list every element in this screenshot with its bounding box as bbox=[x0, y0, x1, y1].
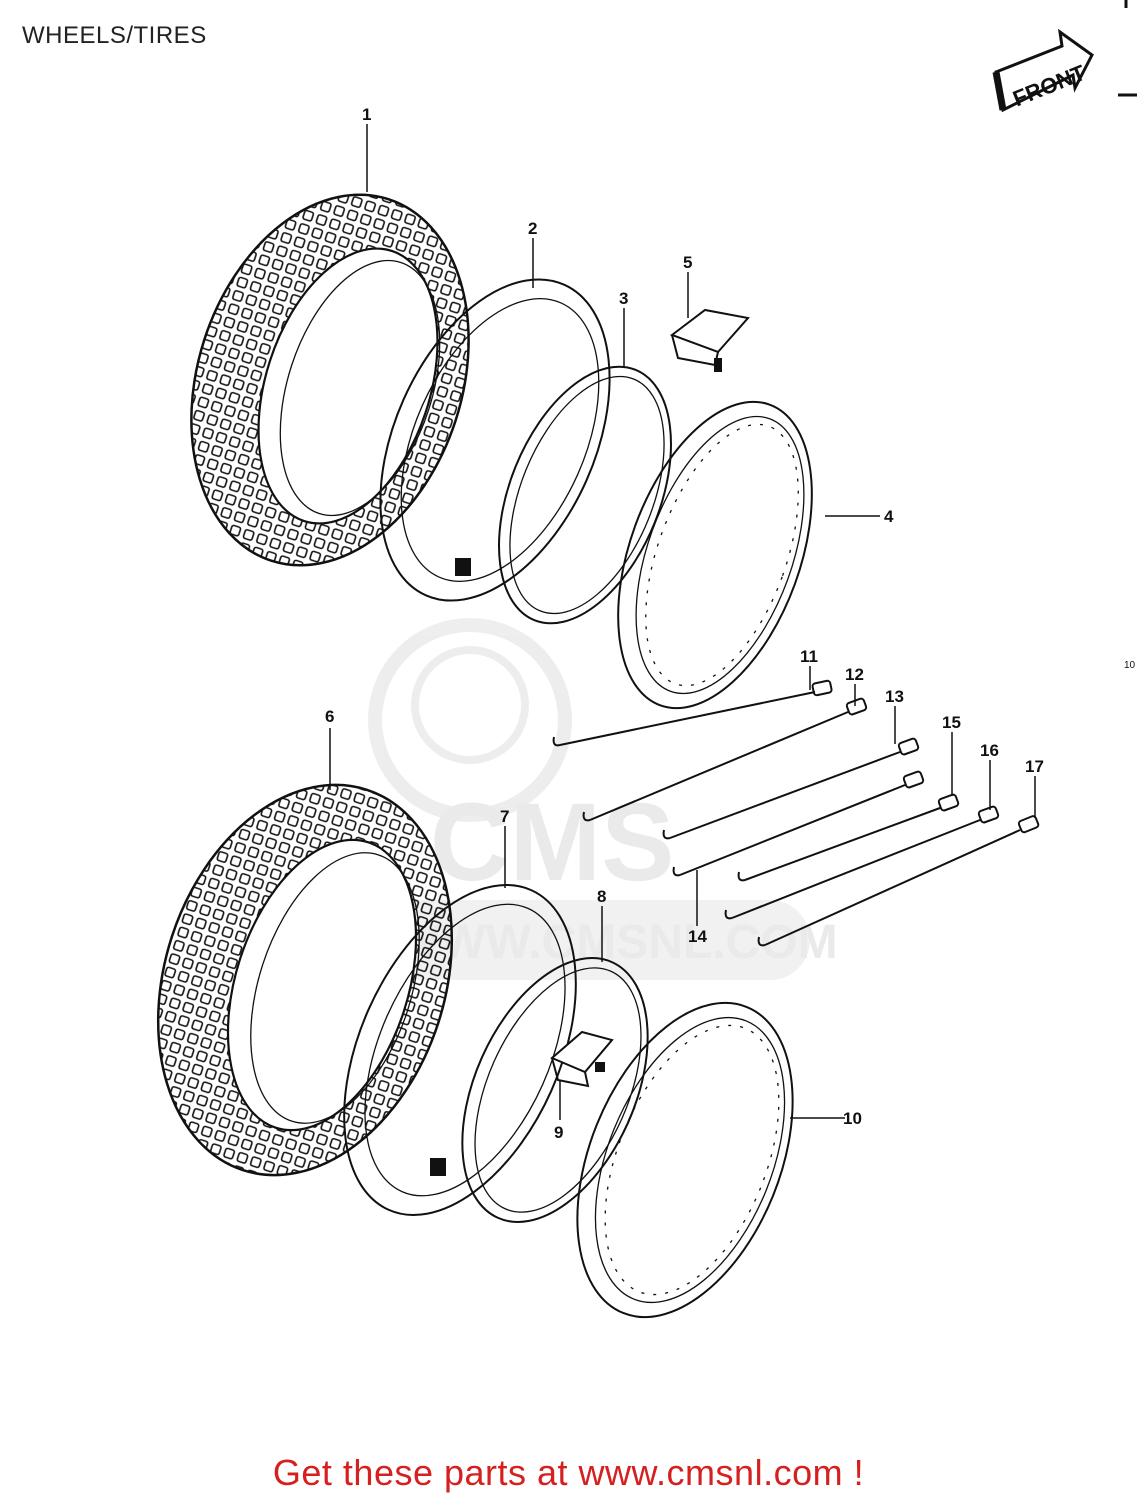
callout-4: 4 bbox=[884, 507, 894, 526]
callout-13: 13 bbox=[885, 687, 904, 706]
footer-link[interactable]: Get these parts at www.cmsnl.com ! bbox=[272, 1452, 865, 1493]
callout-1: 1 bbox=[362, 105, 371, 124]
callouts: 1 2 3 4 5 6 7 8 9 10 11 12 13 14 15 16 1… bbox=[325, 105, 1044, 1142]
rear-rim bbox=[576, 1001, 794, 1319]
callout-2: 2 bbox=[528, 219, 537, 238]
rear-rim-band bbox=[461, 957, 649, 1223]
spoke bbox=[737, 793, 960, 882]
callout-7: 7 bbox=[500, 807, 509, 826]
callout-11: 11 bbox=[800, 647, 818, 666]
front-rim bbox=[617, 400, 813, 710]
callout-17: 17 bbox=[1025, 757, 1044, 776]
watermark-url: WWW.CMSNL.COM bbox=[395, 916, 838, 969]
callout-14: 14 bbox=[688, 927, 707, 946]
spoke bbox=[552, 679, 833, 747]
front-tire bbox=[190, 193, 470, 567]
rear-tire bbox=[156, 783, 454, 1177]
spokes-group bbox=[552, 679, 1040, 947]
leader-lines bbox=[329, 124, 1036, 1120]
spoke bbox=[724, 805, 1000, 920]
callout-15: 15 bbox=[942, 713, 961, 732]
callout-3: 3 bbox=[619, 289, 628, 308]
rear-rim-lock bbox=[550, 1030, 614, 1088]
callout-6: 6 bbox=[325, 707, 334, 726]
callout-12: 12 bbox=[845, 665, 864, 684]
callout-16: 16 bbox=[980, 741, 999, 760]
front-rim-band bbox=[498, 365, 672, 625]
callout-10: 10 bbox=[843, 1109, 862, 1128]
rear-inner-tube bbox=[343, 884, 577, 1216]
side-page-mark: 10 bbox=[1124, 660, 1136, 671]
front-arrow-icon: FRONT bbox=[992, 28, 1094, 113]
spoke bbox=[757, 815, 1040, 947]
spoke bbox=[672, 770, 925, 877]
front-inner-tube bbox=[379, 278, 611, 602]
spoke bbox=[662, 737, 920, 840]
page-title: WHEELS/TIRES bbox=[22, 22, 207, 49]
rim-lock bbox=[669, 308, 750, 372]
callout-8: 8 bbox=[597, 887, 606, 906]
callout-9: 9 bbox=[554, 1123, 563, 1142]
callout-5: 5 bbox=[683, 253, 692, 272]
